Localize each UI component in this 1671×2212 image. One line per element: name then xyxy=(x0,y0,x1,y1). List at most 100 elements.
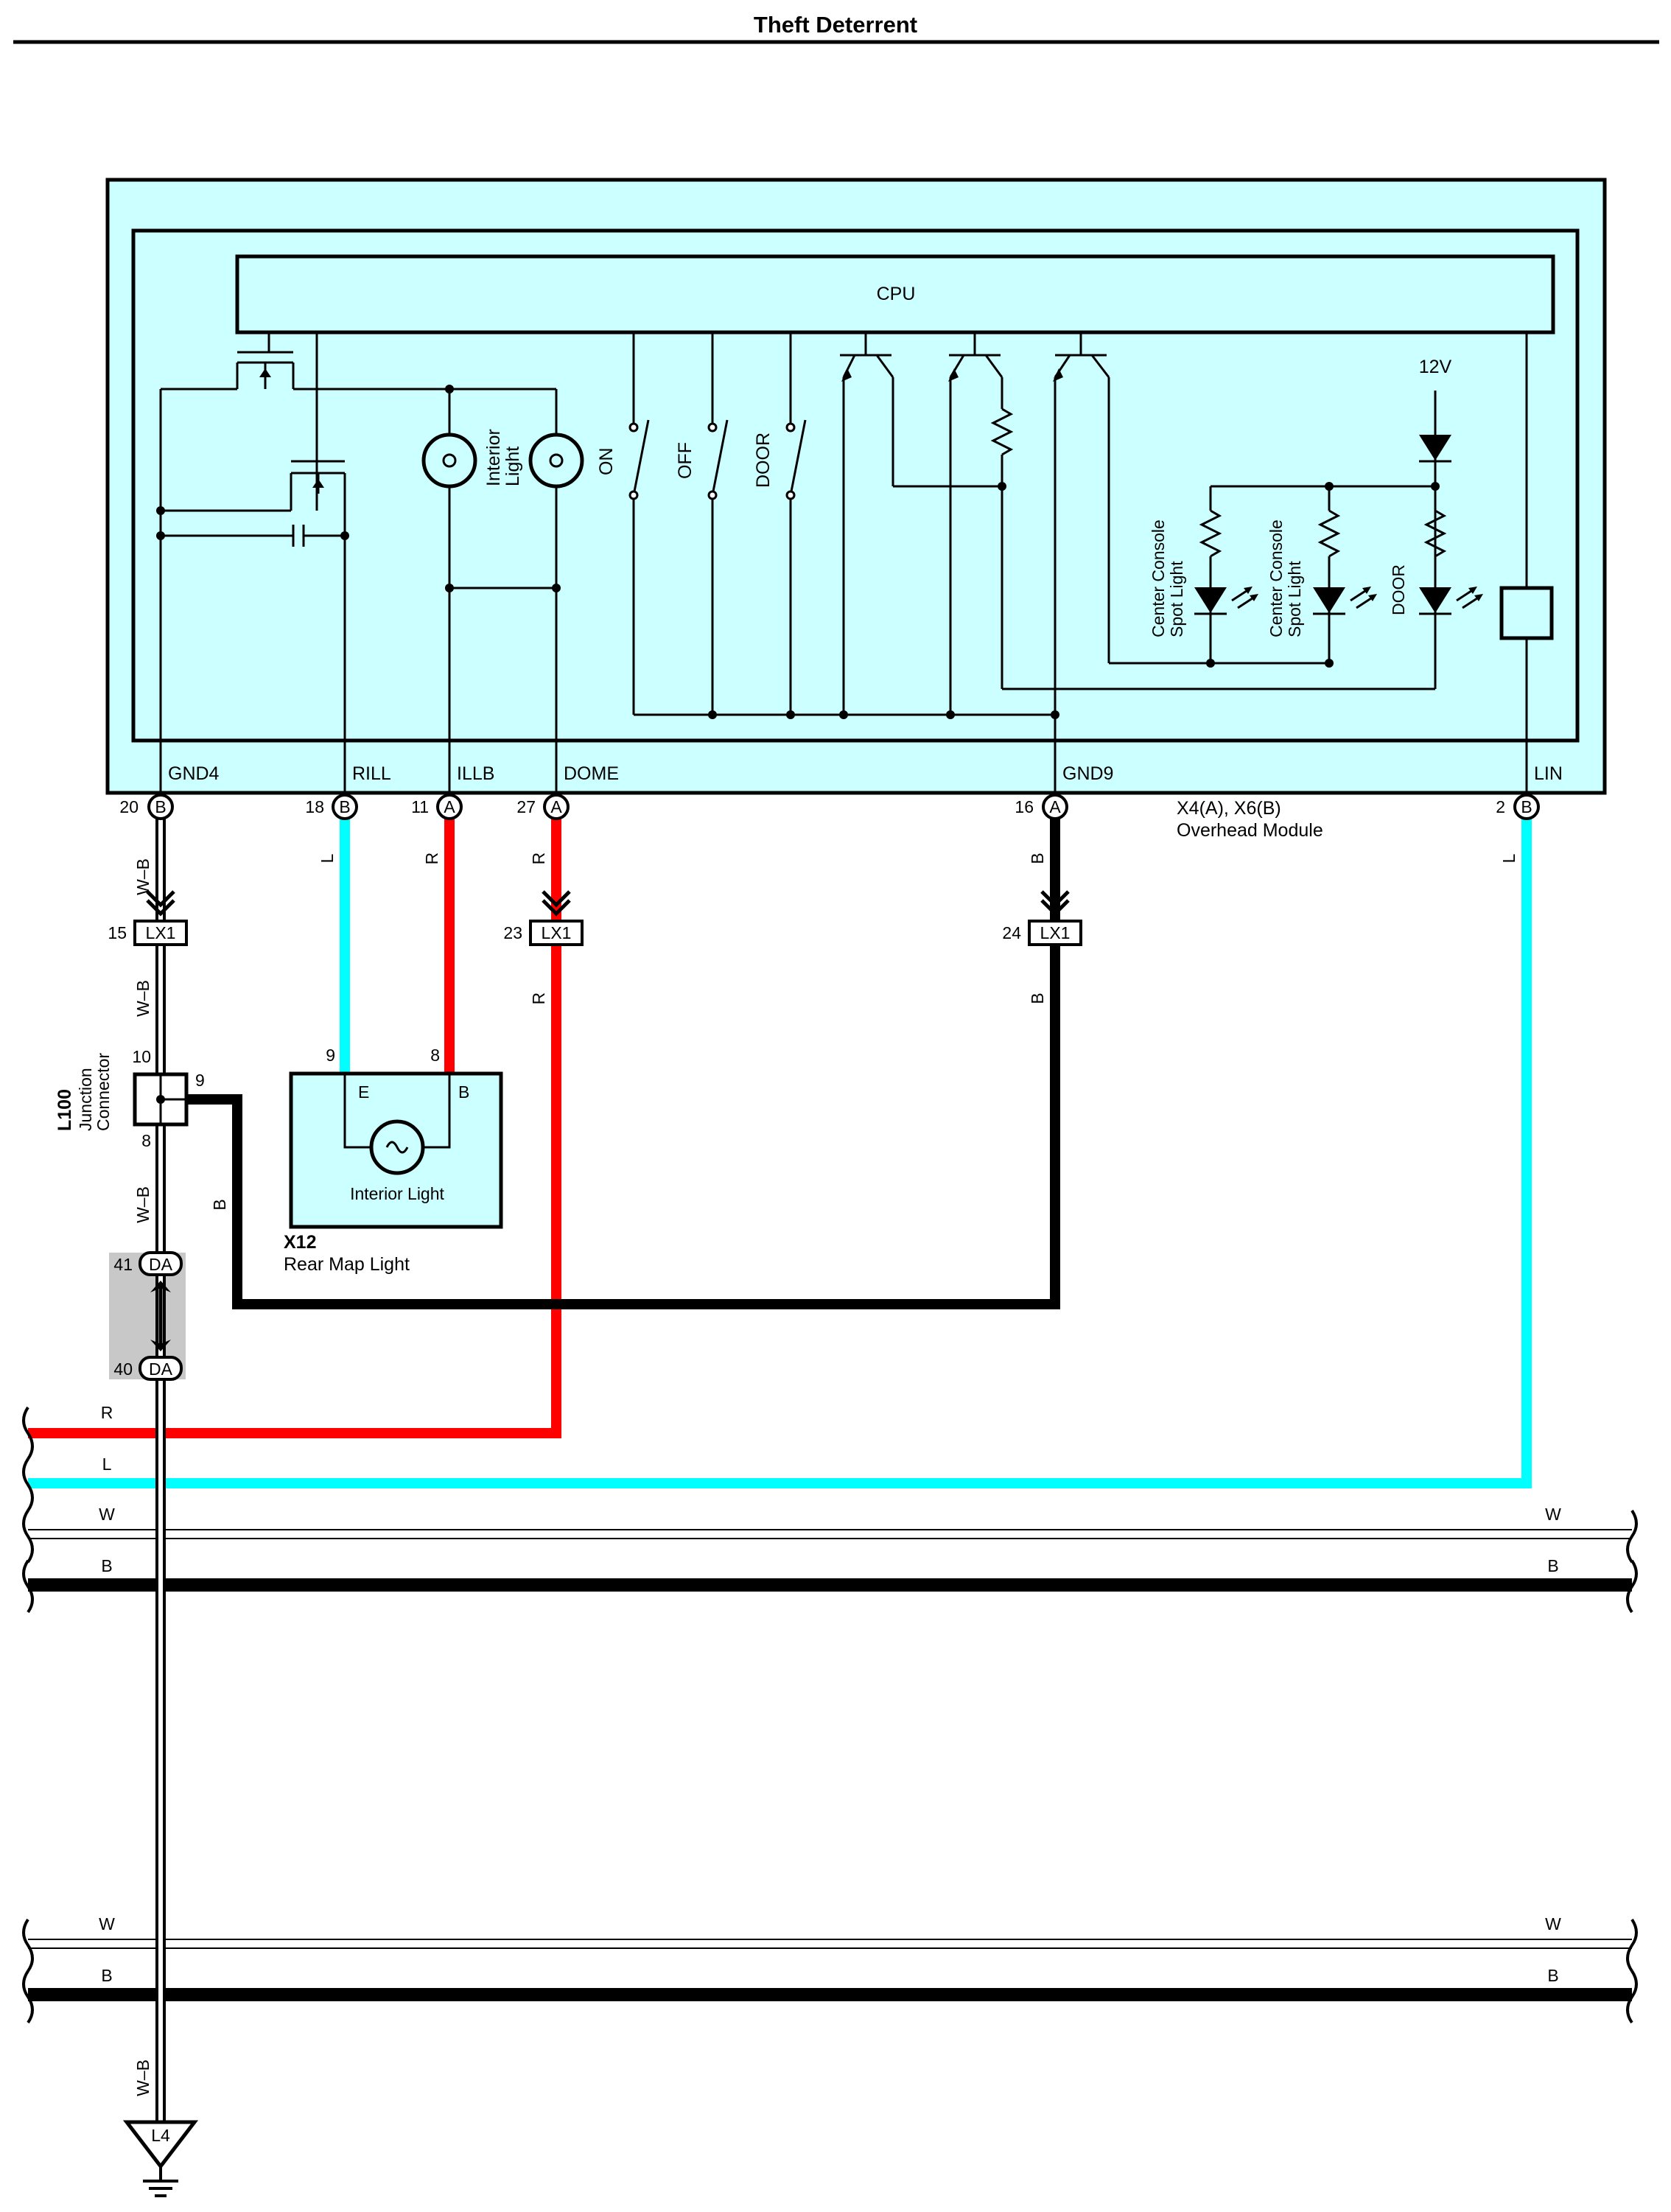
mosfet-1 xyxy=(161,332,318,511)
svg-text:E: E xyxy=(358,1082,369,1102)
led-section: 12V Center Console Spot Light Center Con… xyxy=(1002,357,1483,690)
svg-text:27: 27 xyxy=(516,797,536,816)
splice-da: DA 41 DA 40 xyxy=(109,1251,186,1381)
svg-text:11: 11 xyxy=(411,797,429,816)
terminal-rill: RILL xyxy=(352,763,391,784)
break-marks-left xyxy=(22,1406,34,2024)
pin-markers: B 20 B 18 A 11 A 27 A 16 B 2 xyxy=(119,794,1540,820)
svg-text:Junction Connector: Junction Connector xyxy=(76,1053,113,1131)
svg-text:B: B xyxy=(458,1082,469,1102)
svg-text:B: B xyxy=(1028,993,1047,1004)
transistors xyxy=(840,332,1110,793)
bulb-icon xyxy=(528,433,584,489)
terminal-gnd9: GND9 xyxy=(1062,763,1113,784)
cpu-block xyxy=(235,254,1555,335)
page-title: Theft Deterrent xyxy=(754,12,917,38)
svg-text:18: 18 xyxy=(305,797,324,816)
module-inner-box xyxy=(131,228,1580,743)
svg-text:40: 40 xyxy=(113,1359,133,1379)
cpu-label: CPU xyxy=(877,284,916,304)
svg-text:9: 9 xyxy=(195,1071,205,1090)
wire-color-labels: W–B L R R B L W–B R B W–B B W–B R L W B … xyxy=(99,853,1561,2096)
svg-text:8: 8 xyxy=(430,1046,440,1065)
svg-text:B: B xyxy=(1521,797,1532,816)
bulb-icon xyxy=(421,433,477,489)
terminal-illb: ILLB xyxy=(457,763,494,784)
svg-text:23: 23 xyxy=(503,923,522,942)
svg-text:W–B: W–B xyxy=(133,1186,153,1223)
dome-wire xyxy=(28,811,561,1438)
svg-text:L: L xyxy=(102,1455,112,1474)
svg-text:20: 20 xyxy=(119,797,139,816)
svg-text:L100: L100 xyxy=(55,1089,75,1131)
terminal-dome: DOME xyxy=(564,763,619,784)
lin-wire xyxy=(28,811,1532,1488)
svg-text:8: 8 xyxy=(141,1131,151,1150)
svg-text:DA: DA xyxy=(149,1255,173,1274)
svg-text:B: B xyxy=(101,1556,112,1575)
svg-text:B: B xyxy=(210,1199,229,1210)
svg-text:A: A xyxy=(1049,797,1061,816)
svg-text:LX1: LX1 xyxy=(1040,923,1071,942)
svg-text:R: R xyxy=(101,1403,113,1422)
svg-text:Rear Map Light: Rear Map Light xyxy=(284,1254,410,1275)
svg-text:B: B xyxy=(155,797,166,816)
svg-text:R: R xyxy=(422,853,441,865)
svg-text:B: B xyxy=(1547,1556,1558,1575)
terminal-lin: LIN xyxy=(1534,763,1563,784)
svg-text:W: W xyxy=(99,1505,115,1524)
svg-text:LX1: LX1 xyxy=(146,923,176,942)
svg-text:24: 24 xyxy=(1002,923,1021,942)
spot-light-1-label: Center Console Spot Light xyxy=(1149,515,1186,637)
svg-text:A: A xyxy=(444,797,455,816)
svg-text:B: B xyxy=(339,797,350,816)
svg-text:L4: L4 xyxy=(151,2126,170,2145)
connector-name: X4(A), X6(B) xyxy=(1177,798,1281,819)
switches: ON OFF DOOR xyxy=(596,332,807,715)
voltage-label: 12V xyxy=(1419,357,1452,377)
interior-light-label: Interior Light xyxy=(483,424,523,486)
svg-text:R: R xyxy=(529,993,548,1005)
svg-text:41: 41 xyxy=(113,1255,133,1274)
svg-text:A: A xyxy=(550,797,562,816)
svg-text:L: L xyxy=(318,853,337,863)
svg-text:W–B: W–B xyxy=(133,858,153,895)
break-marks-right xyxy=(1626,1509,1638,2024)
svg-text:W–B: W–B xyxy=(133,980,153,1017)
gnd9-wire xyxy=(184,811,1060,1309)
svg-text:W: W xyxy=(1545,1914,1561,1933)
svg-text:R: R xyxy=(529,853,548,865)
lx1-connectors: LX1 15 LX1 23 LX1 24 xyxy=(108,890,1082,946)
switch-off-label: OFF xyxy=(675,442,696,479)
connector-desc: Overhead Module xyxy=(1177,820,1323,841)
svg-text:Interior Light: Interior Light xyxy=(350,1184,444,1203)
svg-text:LX1: LX1 xyxy=(542,923,572,942)
svg-text:10: 10 xyxy=(132,1047,151,1066)
mosfet-2 xyxy=(161,460,346,793)
junction-connector-l100: 10 9 8 L100 Junction Connector xyxy=(55,1047,205,1150)
svg-text:9: 9 xyxy=(326,1046,335,1065)
svg-text:DA: DA xyxy=(149,1359,173,1379)
svg-text:L: L xyxy=(1499,853,1518,863)
svg-text:15: 15 xyxy=(108,923,127,942)
svg-text:B: B xyxy=(1547,1966,1558,1985)
svg-text:2: 2 xyxy=(1496,797,1505,816)
switch-on-label: ON xyxy=(596,448,617,476)
switch-door-label: DOOR xyxy=(753,433,774,488)
spot-light-2-label: Center Console Spot Light xyxy=(1267,515,1304,637)
ground-l4: L4 xyxy=(122,2120,199,2197)
svg-text:W–B: W–B xyxy=(133,2059,153,2096)
svg-text:B: B xyxy=(101,1966,112,1985)
svg-text:W: W xyxy=(1545,1505,1561,1524)
door-led-label: DOOR xyxy=(1389,564,1408,615)
svg-text:W: W xyxy=(99,1914,115,1933)
svg-text:16: 16 xyxy=(1015,797,1034,816)
svg-text:B: B xyxy=(1028,853,1047,864)
rear-map-light-x12: E B Interior Light 9 8 X12 Rear Map Ligh… xyxy=(284,1046,503,1275)
svg-text:X12: X12 xyxy=(284,1232,316,1253)
bus-upper xyxy=(28,1529,1632,1592)
overhead-module: CPU xyxy=(105,178,1607,795)
bus-lower xyxy=(28,1939,1632,2001)
terminal-gnd4: GND4 xyxy=(168,763,220,784)
